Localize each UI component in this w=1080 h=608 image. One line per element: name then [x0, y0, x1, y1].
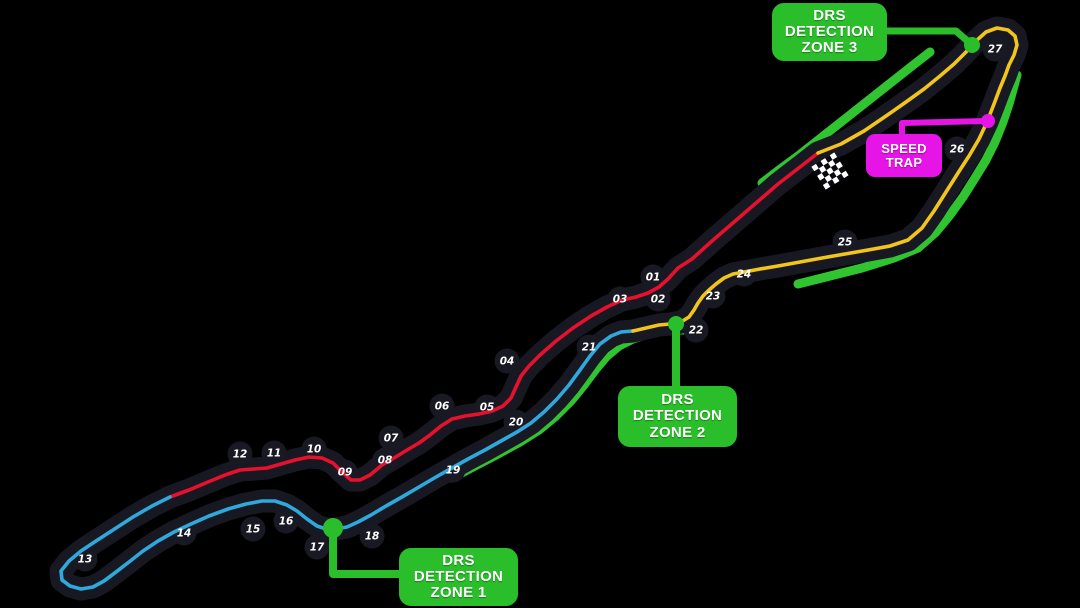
corner-number-09: 09: [338, 467, 353, 479]
drs2-line1: DRS: [661, 391, 694, 409]
corner-number-14: 14: [177, 528, 192, 540]
drs3-line1: DRS: [813, 6, 846, 24]
drs-detection-dot-zone-2: [668, 316, 684, 332]
corner-number-26: 26: [950, 144, 965, 156]
corner-badge-24: [731, 261, 757, 287]
track-outline: [49, 16, 1029, 601]
drs-detection-dot-zone-1: [323, 518, 343, 538]
corner-badge-numbers: 01 02 03 04 05 06 07 08 09 10 11 12 13 14 15 16 17 18 19 20…: [78, 44, 1003, 566]
corner-number-19: 19: [446, 465, 461, 477]
drs-detection-dot-zone-3: [964, 37, 980, 53]
corner-number-02: 02: [651, 294, 666, 306]
drs2-line3: ZONE 2: [649, 423, 706, 441]
corner-number-07: 07: [384, 433, 399, 445]
corner-badge-26: [944, 136, 970, 162]
drs1-line1: DRS: [442, 551, 475, 569]
corner-badge-27: [982, 36, 1008, 62]
corner-number-16: 16: [279, 516, 294, 528]
corner-badge-25: [832, 229, 858, 255]
corner-badge-06: [429, 393, 455, 419]
drs1-line3: ZONE 1: [430, 584, 487, 602]
speed-trap-label: SPEED TRAP: [866, 134, 942, 177]
drs-zone-2-strip: [793, 70, 1022, 289]
corner-badge-15: [240, 516, 266, 542]
corner-number-12: 12: [233, 449, 248, 461]
corner-number-05: 05: [480, 402, 495, 414]
corner-number-13: 13: [78, 554, 93, 566]
corner-badge-18: [359, 523, 385, 549]
corner-number-03: 03: [613, 294, 628, 306]
corner-number-17: 17: [310, 542, 325, 554]
sector-3-line: [631, 26, 1019, 333]
corner-badge-10: [301, 436, 327, 462]
corner-number-21: 21: [582, 342, 597, 354]
drs-zone-3-connector: [882, 27, 975, 48]
start-finish-flag: [811, 152, 849, 190]
drs1-line2: DETECTION: [413, 567, 504, 585]
speedtrap-line2: TRAP: [885, 154, 923, 170]
corner-badge-14: [171, 520, 197, 546]
drs2-line2: DETECTION: [632, 407, 723, 425]
corner-number-20: 20: [509, 417, 524, 429]
corner-number-23: 23: [706, 291, 721, 303]
corner-number-24: 24: [737, 269, 752, 281]
sector-2-line: [59, 329, 635, 591]
corner-number-04: 04: [500, 356, 515, 368]
corner-badge-21: [576, 334, 602, 360]
sector-1-line: [168, 151, 820, 499]
speed-trap-dot: [981, 114, 995, 128]
corner-badge-01: [640, 264, 666, 290]
drs3-line2: DETECTION: [784, 22, 875, 40]
corner-badge-16: [273, 508, 299, 534]
corner-number-15: 15: [246, 524, 261, 536]
callout-connectors: [329, 27, 989, 578]
corner-badge-07: [378, 425, 404, 451]
corner-number-10: 10: [307, 444, 322, 456]
corner-number-27: 27: [988, 44, 1003, 56]
corner-number-22: 22: [689, 325, 704, 337]
drs-detection-zone-1-label: DRS DETECTION ZONE 1: [399, 548, 518, 606]
corner-badge-17: [304, 534, 330, 560]
corner-badge-11: [261, 440, 287, 466]
checkered-flag-icon: [811, 152, 849, 190]
corner-number-18: 18: [365, 531, 380, 543]
marker-dots: [323, 37, 995, 538]
drs3-line3: ZONE 3: [801, 39, 858, 57]
corner-badge-22: [683, 317, 709, 343]
corner-number-06: 06: [435, 401, 450, 413]
corner-badge-04: [494, 348, 520, 374]
corner-badge-12: [227, 441, 253, 467]
drs-detection-zone-3-label: DRS DETECTION ZONE 3: [772, 3, 887, 61]
speedtrap-line1: SPEED: [881, 140, 927, 156]
corner-number-08: 08: [378, 455, 393, 467]
speed-trap-connector: [899, 118, 989, 137]
corner-number-11: 11: [267, 448, 282, 460]
racing-line: [59, 26, 1019, 591]
drs-zone-1-connector: [329, 524, 404, 578]
corner-number-25: 25: [838, 237, 853, 249]
corner-number-01: 01: [646, 272, 661, 284]
drs-detection-zone-2-label: DRS DETECTION ZONE 2: [618, 386, 737, 447]
